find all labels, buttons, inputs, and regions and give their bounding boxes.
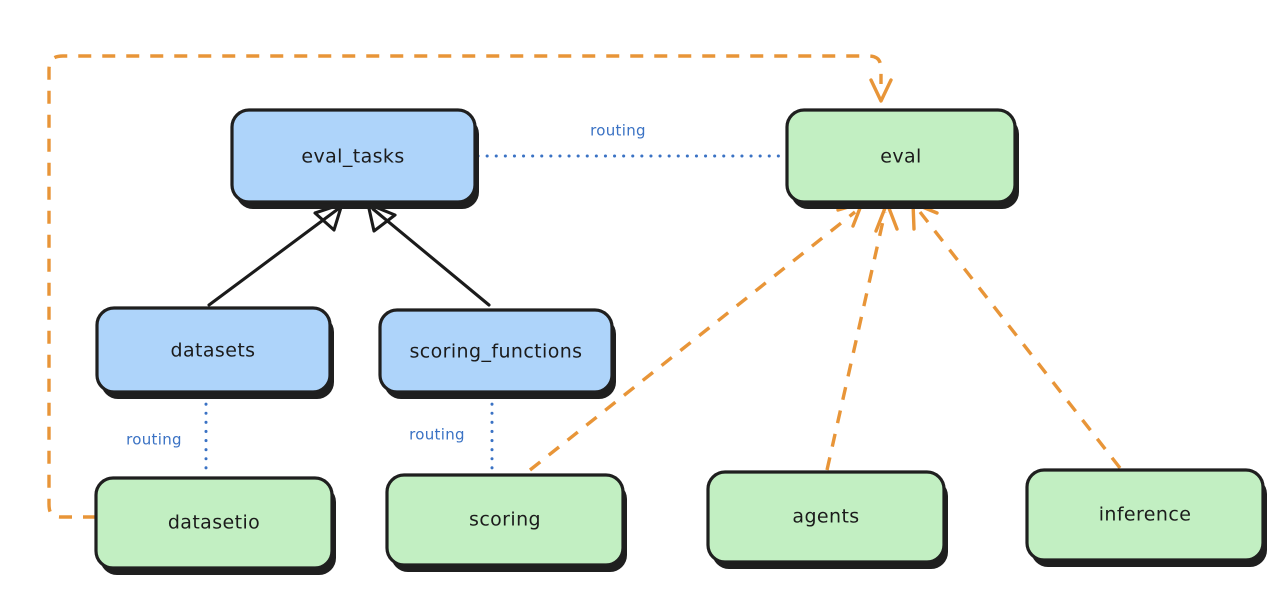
node-datasetio-box[interactable] (94, 476, 334, 570)
edge-label-routing-middle: routing (409, 426, 465, 444)
node-scoring_functions-box[interactable] (378, 308, 614, 394)
node-scoring-box[interactable] (385, 473, 625, 567)
node-agents-label: agents (792, 506, 859, 528)
node-eval-label: eval (880, 146, 921, 168)
node-datasets[interactable]: datasets (95, 306, 334, 399)
edges-layer (47, 54, 1122, 519)
node-eval_tasks[interactable]: eval_tasks (230, 108, 479, 209)
node-scoring_functions[interactable]: scoring_functions (378, 308, 616, 399)
edge-scoring-eval (528, 210, 857, 472)
edge-datasetio-eval (47, 54, 883, 519)
node-agents-box[interactable] (706, 470, 946, 564)
node-inference-label: inference (1099, 504, 1192, 526)
edge-scoring_functions-eval_tasks (371, 207, 491, 307)
node-scoring[interactable]: scoring (385, 473, 627, 572)
node-inference[interactable]: inference (1025, 468, 1267, 567)
node-eval[interactable]: eval (785, 108, 1019, 209)
node-datasetio-label: datasetio (168, 512, 260, 534)
edge-datasetio-eval-arrowhead (869, 78, 893, 103)
node-eval_tasks-box[interactable] (230, 108, 477, 204)
edge-scoring_functions-eval_tasks-arrowhead (366, 202, 397, 233)
node-inference-box[interactable] (1025, 468, 1265, 562)
node-scoring-label: scoring (469, 509, 541, 531)
node-datasets-label: datasets (171, 340, 256, 362)
node-datasetio[interactable]: datasetio (94, 476, 336, 575)
edge-agents-eval (825, 211, 887, 471)
edge-label-routing-left: routing (126, 431, 182, 449)
node-scoring_functions-label: scoring_functions (410, 341, 583, 363)
edge-label-routing-top: routing (590, 122, 646, 140)
edge-labels-layer: routing routing routing (126, 122, 646, 449)
node-eval-box[interactable] (785, 108, 1017, 204)
node-agents[interactable]: agents (706, 470, 948, 569)
edge-datasets-eval_tasks (207, 207, 340, 307)
node-datasets-box[interactable] (95, 306, 332, 394)
edge-inference-eval (918, 210, 1122, 470)
node-eval_tasks-label: eval_tasks (301, 146, 404, 168)
